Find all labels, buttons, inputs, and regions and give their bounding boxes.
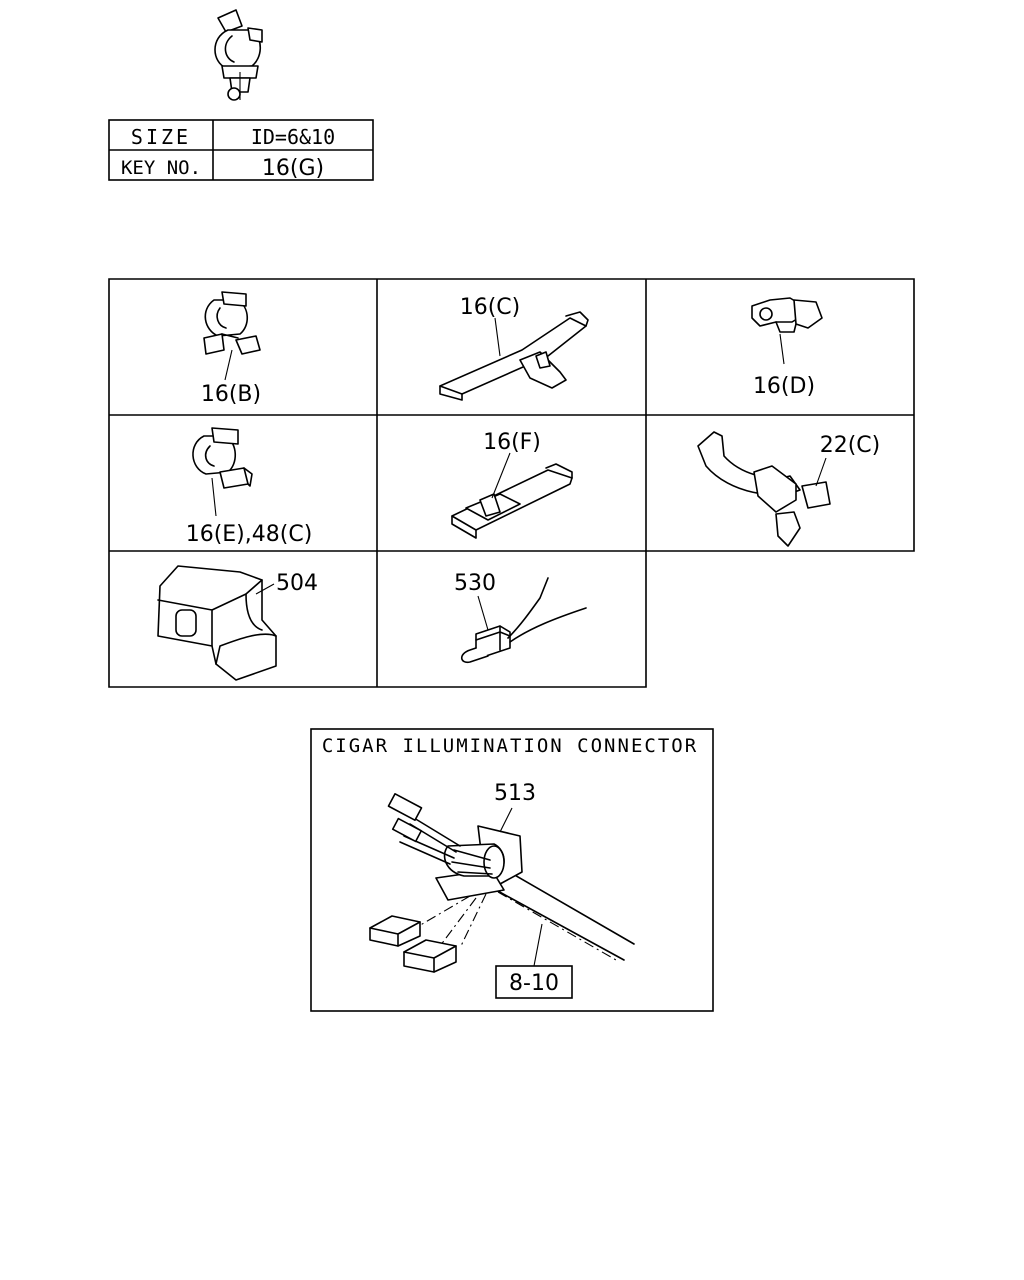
cell-504: 504 [157,565,318,681]
clip-16g-illustration [214,9,263,101]
cell-16b: 16(B) [201,291,261,407]
parts-grid [108,278,915,688]
label-504: 504 [276,571,318,596]
cell-16d: 16(D) [751,297,823,399]
key-label: KEY NO. [121,157,201,179]
label-22c: 22(C) [820,433,881,458]
connector-panel: CIGAR ILLUMINATION CONNECTOR 513 8-1 [310,728,714,1012]
connector-title: CIGAR ILLUMINATION CONNECTOR [322,735,698,757]
key-value: 16(G) [262,156,324,181]
label-16e-48c: 16(E),48(C) [186,522,313,547]
cell-16f: 16(F) [451,430,573,539]
cell-16e-48c: 16(E),48(C) [186,427,313,547]
label-16f: 16(F) [483,430,541,455]
cell-22c: 22(C) [697,431,881,547]
label-16b: 16(B) [201,382,261,407]
label-16c: 16(C) [460,295,521,320]
ref-8-10: 8-10 [509,971,559,996]
size-table: SIZE ID=6&10 KEY NO. 16(G) [108,119,374,181]
size-value: ID=6&10 [251,125,335,149]
label-513: 513 [494,781,536,806]
cell-530: 530 [454,571,587,664]
cell-16c: 16(C) [439,295,589,401]
label-16d: 16(D) [753,374,815,399]
label-530: 530 [454,571,496,596]
size-label: SIZE [131,125,191,149]
